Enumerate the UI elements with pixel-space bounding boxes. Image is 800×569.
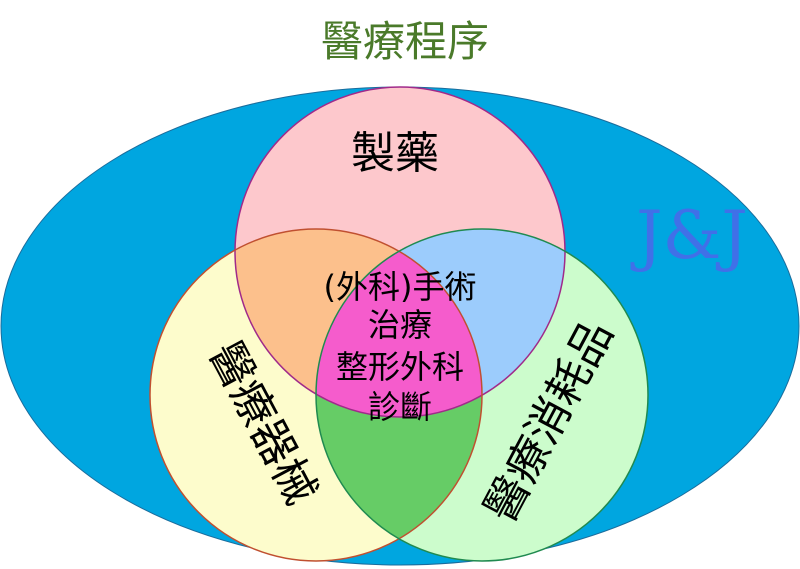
center-line: 診斷 <box>368 388 432 426</box>
center-line: 整形外科 <box>336 348 464 386</box>
center-text: (外科)手術 治療 整形外科 診斷 <box>324 268 477 426</box>
diagram-title: 醫療程序 <box>321 17 489 66</box>
center-line: 治療 <box>368 306 432 344</box>
overlap-center <box>316 229 482 417</box>
label-top: 製藥 <box>351 128 439 179</box>
brand-label: J&J <box>630 197 748 274</box>
center-line: (外科)手術 <box>324 268 477 306</box>
